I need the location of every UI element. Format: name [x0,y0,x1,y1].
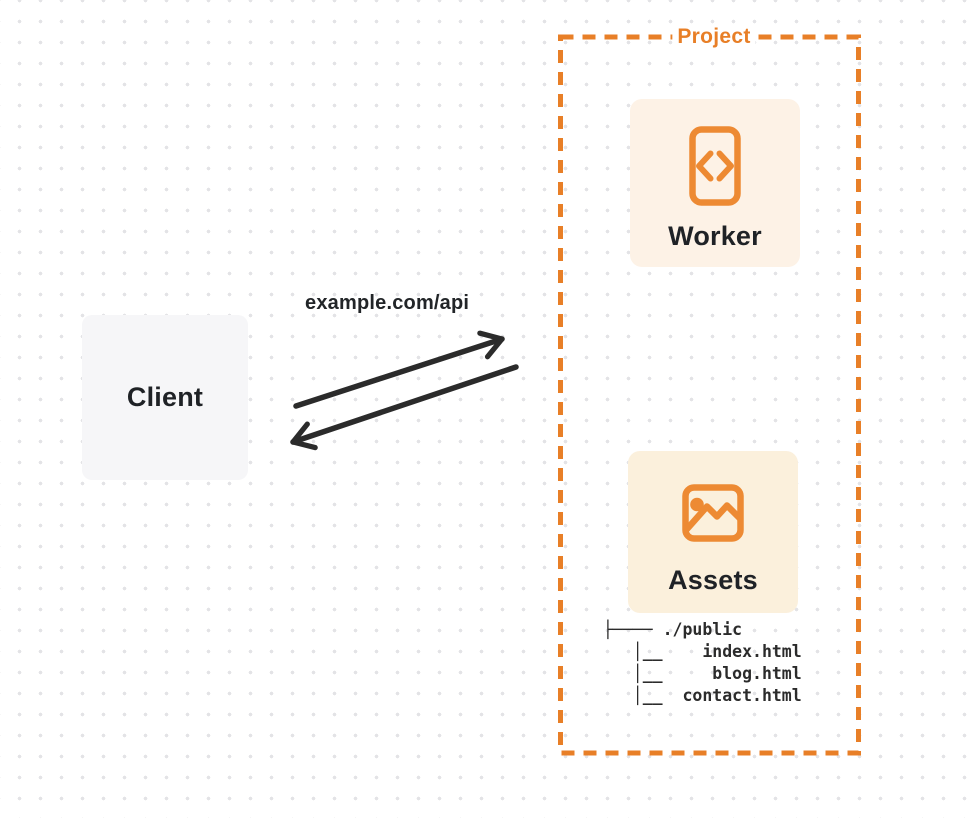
image-icon [682,484,744,542]
worker-label: Worker [668,221,762,251]
request-arrow [293,330,505,409]
request-url-label: example.com/api [305,292,470,314]
assets-node: Assets [628,451,798,613]
assets-label: Assets [668,565,758,595]
client-node: Client [82,315,248,480]
worker-node: Worker [630,99,800,267]
assets-file-tree: ├──── ./public │__ index.html │__ blog.h… [603,620,802,705]
client-label: Client [126,382,204,412]
response-arrow [290,364,519,451]
project-label: Project [672,25,756,49]
code-file-icon [689,126,741,206]
